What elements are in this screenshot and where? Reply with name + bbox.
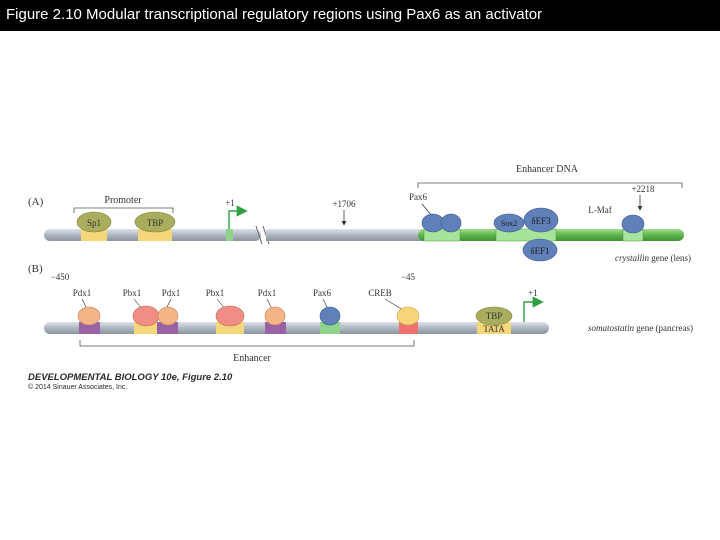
tss-arrow-a (228, 205, 248, 229)
tata-site (477, 322, 511, 334)
panel-a-label: (A) (28, 196, 44, 208)
pdx1-site-2 (157, 322, 178, 334)
def1-factor (522, 238, 558, 262)
gene-label-a: crystallin gene (lens) (615, 253, 691, 263)
def1-label: δEF1 (530, 246, 549, 256)
pbx1-label-2: Pbx1 (206, 288, 225, 298)
credit-title: DEVELOPMENTAL BIOLOGY 10e, Figure 2.10 (28, 372, 233, 383)
creb-label: CREB (368, 288, 392, 298)
tbp-factor-b (475, 306, 513, 326)
pdx1-site-3 (265, 322, 286, 334)
tbp-label-b: TBP (486, 311, 503, 321)
promoter-bracket (73, 207, 174, 213)
pax6-label-a: Pax6 (409, 192, 428, 202)
credit-copyright: © 2014 Sinauer Associates, Inc. (28, 384, 128, 391)
plus1-label-b: +1 (528, 288, 538, 298)
sp1-label: Sp1 (87, 218, 101, 228)
pdx1-factor-3 (264, 306, 286, 326)
minus45-label: −45 (401, 272, 416, 282)
tata-label: TATA (483, 324, 505, 334)
sox2-factor (493, 213, 525, 233)
def3-label: δEF3 (531, 216, 551, 226)
enhancer-dna-bracket (417, 182, 683, 188)
enhancer-dna-label: Enhancer DNA (516, 164, 579, 175)
enhancer-label-b: Enhancer (233, 353, 271, 364)
plus1706-label: +1706 (332, 199, 356, 209)
slide-title: Figure 2.10 Modular transcriptional regu… (6, 6, 543, 23)
pdx1-label-2: Pdx1 (162, 288, 181, 298)
panel-b-label: (B) (28, 263, 43, 275)
pdx1-pointer-3 (266, 298, 273, 310)
plus2218-label: +2218 (631, 184, 655, 194)
pax6-factor-b (319, 306, 341, 326)
tbp-label-a: TBP (147, 218, 164, 228)
pax6-site-b (320, 322, 340, 334)
pdx1-factor-1 (77, 306, 101, 326)
pdx1-label-3: Pdx1 (258, 288, 277, 298)
figure-credit: DEVELOPMENTAL BIOLOGY 10e, Figure 2.10 ©… (28, 372, 232, 391)
dna-strand-a-middle (266, 229, 426, 241)
tss-arrow-b (523, 296, 544, 322)
pbx1-label-1: Pbx1 (123, 288, 142, 298)
pdx1-label-1: Pdx1 (73, 288, 92, 298)
def3-factor (523, 207, 559, 233)
tbp-site (138, 229, 172, 241)
pdx1-factor-2 (157, 306, 179, 326)
sox2-label: Sox2 (501, 219, 517, 228)
dna-strand-b (44, 322, 549, 334)
pax6-factor-a2 (440, 213, 462, 233)
tbp-factor-a (134, 211, 176, 233)
pax6-label-b: Pax6 (313, 288, 332, 298)
sp1-site (81, 229, 107, 241)
enhancer-bracket-b (79, 340, 415, 347)
break-mark-left (255, 225, 263, 245)
creb-site (399, 322, 418, 334)
promoter-label: Promoter (104, 195, 142, 206)
gene-label-b: somatostatin gene (pancreas) (588, 323, 693, 333)
minus450-label: −450 (51, 272, 70, 282)
tss-site-a (226, 229, 233, 241)
pbx1-factor-1 (132, 305, 160, 327)
pdx1-site-1 (79, 322, 100, 334)
pbx1-factor-2 (215, 305, 245, 327)
sp1-factor (76, 211, 112, 233)
creb-pointer (384, 298, 404, 311)
lmaf-factor (621, 214, 645, 234)
plus1-label-a: +1 (225, 198, 235, 208)
lmaf-label: L-Maf (588, 205, 612, 215)
title-bar: Figure 2.10 Modular transcriptional regu… (0, 0, 720, 31)
creb-factor (396, 306, 420, 326)
